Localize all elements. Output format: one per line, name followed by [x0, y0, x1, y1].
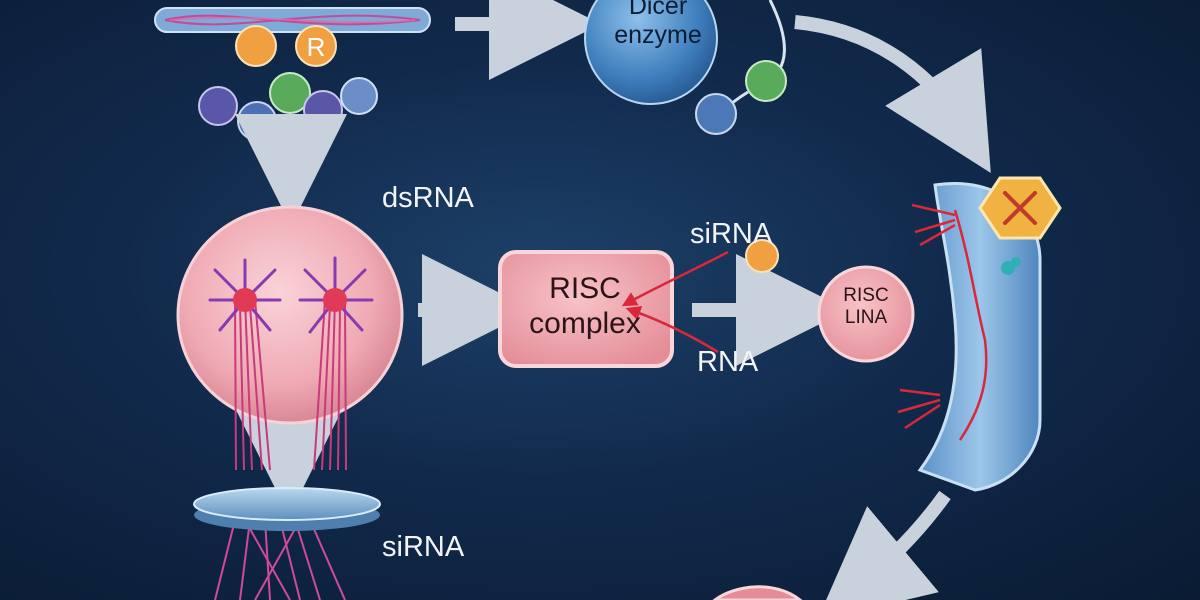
arrow-rna-to-risc	[625, 305, 719, 354]
sirna-mid-label: siRNA	[690, 218, 773, 250]
binding-arrows	[621, 250, 729, 354]
dsrna-label: dsRNA	[382, 182, 474, 214]
sirna-bead	[745, 239, 779, 273]
risc-lina-line2: LINA	[844, 306, 888, 328]
dicer-enzyme-label: Dicer enzyme	[583, 0, 733, 50]
arrow-tube-to-bottom	[816, 490, 951, 600]
bottom-partial-cell	[712, 585, 803, 600]
bead-r-label: R	[307, 32, 326, 62]
risc-lina-label: RISC LINA	[822, 285, 910, 329]
risc-complex-box	[498, 250, 674, 368]
dicer-enzyme	[584, 0, 787, 135]
risc-complex-line1: RISC	[549, 272, 621, 305]
risc-lina-circle	[817, 265, 915, 363]
arrow-sirna-to-risc	[621, 250, 729, 307]
risc-lina-line1: RISC	[843, 285, 889, 306]
risc-complex-label: RISC complex	[505, 272, 665, 341]
dicer-line2: enzyme	[614, 20, 702, 49]
arrow-dicer-to-tube	[794, 15, 991, 174]
chromosome-structure	[154, 7, 431, 33]
crossed-hexagon-icon	[978, 176, 1062, 240]
risc-complex-line2: complex	[529, 306, 641, 340]
sirna-bottom-label: siRNA	[382, 531, 465, 563]
pathway-arrows	[233, 0, 991, 600]
membrane-disc	[193, 487, 381, 600]
dividing-cell	[176, 205, 404, 471]
rna-label: RNA	[697, 346, 759, 378]
protein-bead-cluster: R	[198, 25, 378, 141]
dicer-line1: Dicer	[628, 0, 688, 20]
